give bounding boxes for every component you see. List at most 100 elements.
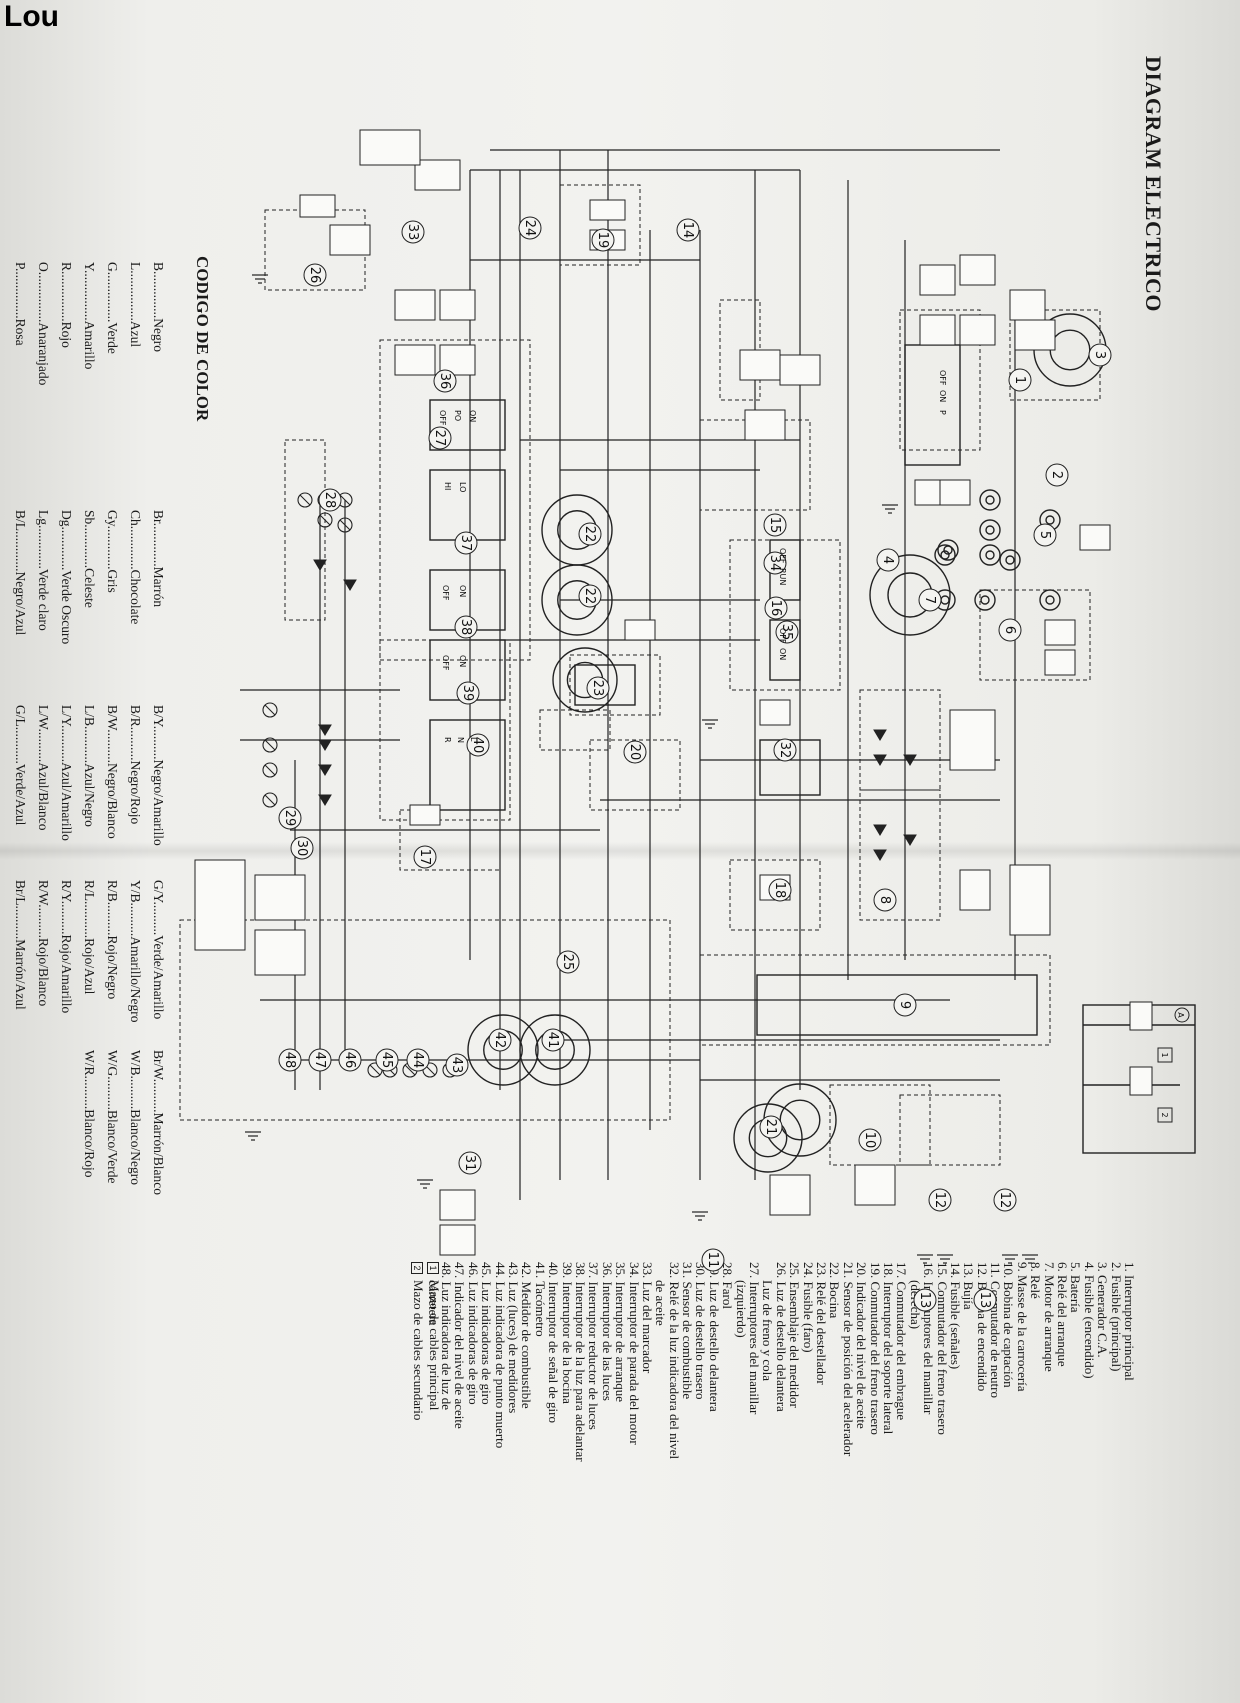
- terminal: [937, 539, 959, 561]
- switch-position-label: ON: [458, 655, 467, 667]
- diode: [873, 849, 887, 861]
- component-number: 33: [405, 224, 420, 241]
- enclosure-box: [589, 739, 681, 811]
- lamp: [337, 517, 353, 533]
- component-number: 15: [767, 517, 782, 534]
- lamp-filament: [264, 739, 276, 751]
- component-number: 48: [282, 1052, 297, 1069]
- component-number-ring: [876, 548, 900, 572]
- component-round: [519, 1014, 591, 1086]
- component-round: [467, 1014, 539, 1086]
- connector: [329, 224, 371, 256]
- component-23-body: [574, 664, 636, 706]
- grounds: [245, 274, 1038, 1264]
- component-number-ring: [308, 1048, 332, 1072]
- switch-position-label: L: [469, 737, 478, 742]
- enclosure-box: [729, 539, 841, 691]
- component-number-ring: [433, 369, 457, 393]
- component-number: 30: [294, 840, 309, 857]
- connector: [1129, 1001, 1153, 1031]
- connector: [1079, 524, 1111, 551]
- enclosure-box: [859, 689, 941, 791]
- component-number-ring: [338, 1048, 362, 1072]
- terminal: [979, 519, 1001, 541]
- component-number-ring: [764, 596, 788, 620]
- component-number: 23: [590, 680, 605, 697]
- inset-harness-label: 2: [1160, 1112, 1169, 1117]
- switch-block: [429, 399, 506, 451]
- terminal: [934, 544, 956, 566]
- diode: [873, 824, 887, 836]
- terminal-center: [1045, 515, 1055, 525]
- component-number-ring: [456, 681, 480, 705]
- terminal-center: [940, 595, 950, 605]
- component-number: 13: [977, 1292, 992, 1309]
- connector-a-ring: [1174, 1007, 1190, 1023]
- connector: [1009, 864, 1051, 936]
- switch-position-label: PO: [453, 410, 462, 421]
- component-round: [541, 494, 613, 566]
- component-number-ring: [454, 615, 478, 639]
- component-number-ring: [290, 836, 314, 860]
- dashed-enclosures: [179, 184, 1101, 1166]
- component-number: 29: [282, 810, 297, 827]
- connector: [1009, 289, 1046, 321]
- connector: [409, 804, 441, 826]
- connector: [939, 479, 971, 506]
- component-number-ring: [998, 618, 1022, 642]
- diode: [318, 739, 332, 751]
- component-number-ring: [428, 426, 452, 450]
- component-number: 8: [877, 896, 892, 904]
- component-number: 39: [460, 685, 475, 702]
- component-number-ring: [278, 1048, 302, 1072]
- connector: [919, 264, 956, 296]
- component-number-ring: [413, 845, 437, 869]
- switch-block: [769, 619, 801, 681]
- connector: [394, 289, 436, 321]
- lamp-filament: [369, 1064, 381, 1076]
- switch-position-label: LO: [458, 482, 467, 492]
- component-number-ring: [928, 1188, 952, 1212]
- switch-position-label: N: [456, 737, 465, 743]
- switch-position-label: OFF: [441, 585, 450, 601]
- corner-label: Lou: [4, 0, 59, 33]
- component-number-ring: [1045, 463, 1069, 487]
- lamp-filament: [264, 764, 276, 776]
- component-number-ring: [591, 228, 615, 252]
- component-number: 11: [705, 1252, 720, 1269]
- connector: [1129, 1066, 1153, 1096]
- switch-position-label: ON: [468, 410, 477, 422]
- terminal-center: [985, 550, 995, 560]
- connector: [779, 354, 821, 386]
- component-number-ring: [458, 1151, 482, 1175]
- component-number-ring: [973, 1288, 997, 1312]
- switch-position-label: ON: [458, 585, 467, 597]
- lamp-filament: [339, 519, 351, 531]
- component-number: 13: [917, 1292, 932, 1309]
- component-number-ring: [893, 993, 917, 1017]
- enclosure-box: [859, 789, 941, 921]
- terminal: [999, 549, 1021, 571]
- diode: [318, 764, 332, 776]
- component-number: 42: [492, 1032, 507, 1049]
- switch-position-label: OFF: [441, 655, 450, 671]
- diode: [873, 729, 887, 741]
- wire-layer: [240, 149, 1016, 1200]
- component-number: 10: [862, 1132, 877, 1149]
- component-number-ring: [775, 620, 799, 644]
- terminal-center: [985, 525, 995, 535]
- component-number-ring: [701, 1248, 725, 1272]
- enclosure-box: [729, 859, 821, 931]
- lamp-filament: [319, 514, 331, 526]
- component-number: 2: [1049, 471, 1064, 479]
- inset-harness-label: 1: [1160, 1052, 1169, 1057]
- connector: [589, 199, 626, 221]
- component-round-inner: [779, 1099, 821, 1141]
- component-number-ring: [406, 1048, 430, 1072]
- component-number: 3: [1092, 351, 1107, 359]
- component-number: 12: [997, 1192, 1012, 1209]
- component-number-ring: [763, 551, 787, 575]
